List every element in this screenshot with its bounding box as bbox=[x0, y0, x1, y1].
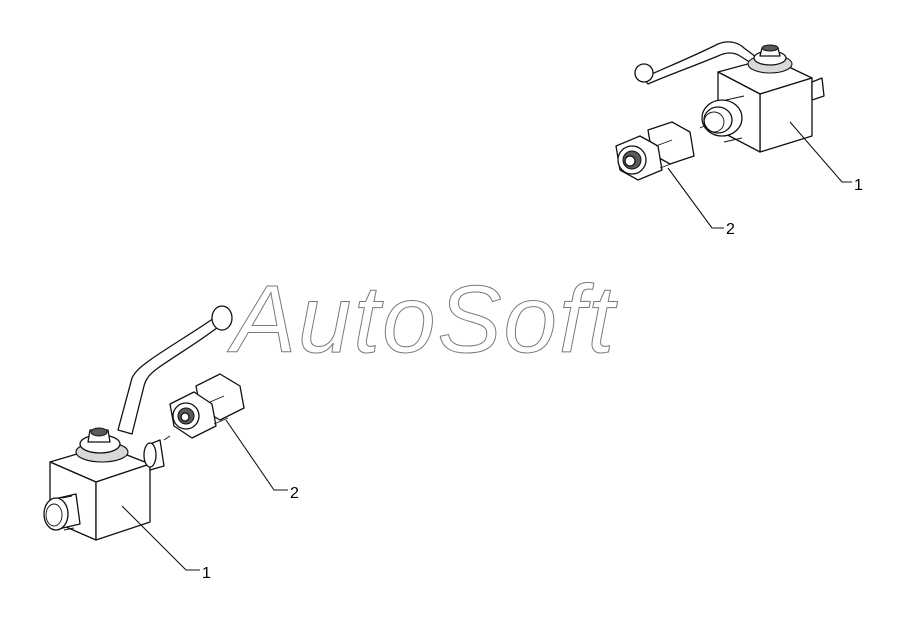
leader-top-valve bbox=[789, 121, 852, 183]
bottom-fitting bbox=[163, 373, 245, 441]
leader-bottom-fitting bbox=[225, 419, 288, 491]
callout-top-valve: 1 bbox=[854, 177, 863, 194]
top-ball-valve bbox=[634, 41, 825, 153]
callout-top-fitting: 2 bbox=[726, 221, 735, 238]
watermark-text: AutoSoft bbox=[227, 266, 618, 373]
callout-bottom-fitting: 2 bbox=[290, 485, 299, 502]
leader-bottom-valve bbox=[121, 505, 200, 571]
leader-top-fitting bbox=[667, 167, 724, 229]
callout-bottom-valve: 1 bbox=[202, 565, 211, 582]
top-fitting bbox=[615, 121, 705, 181]
